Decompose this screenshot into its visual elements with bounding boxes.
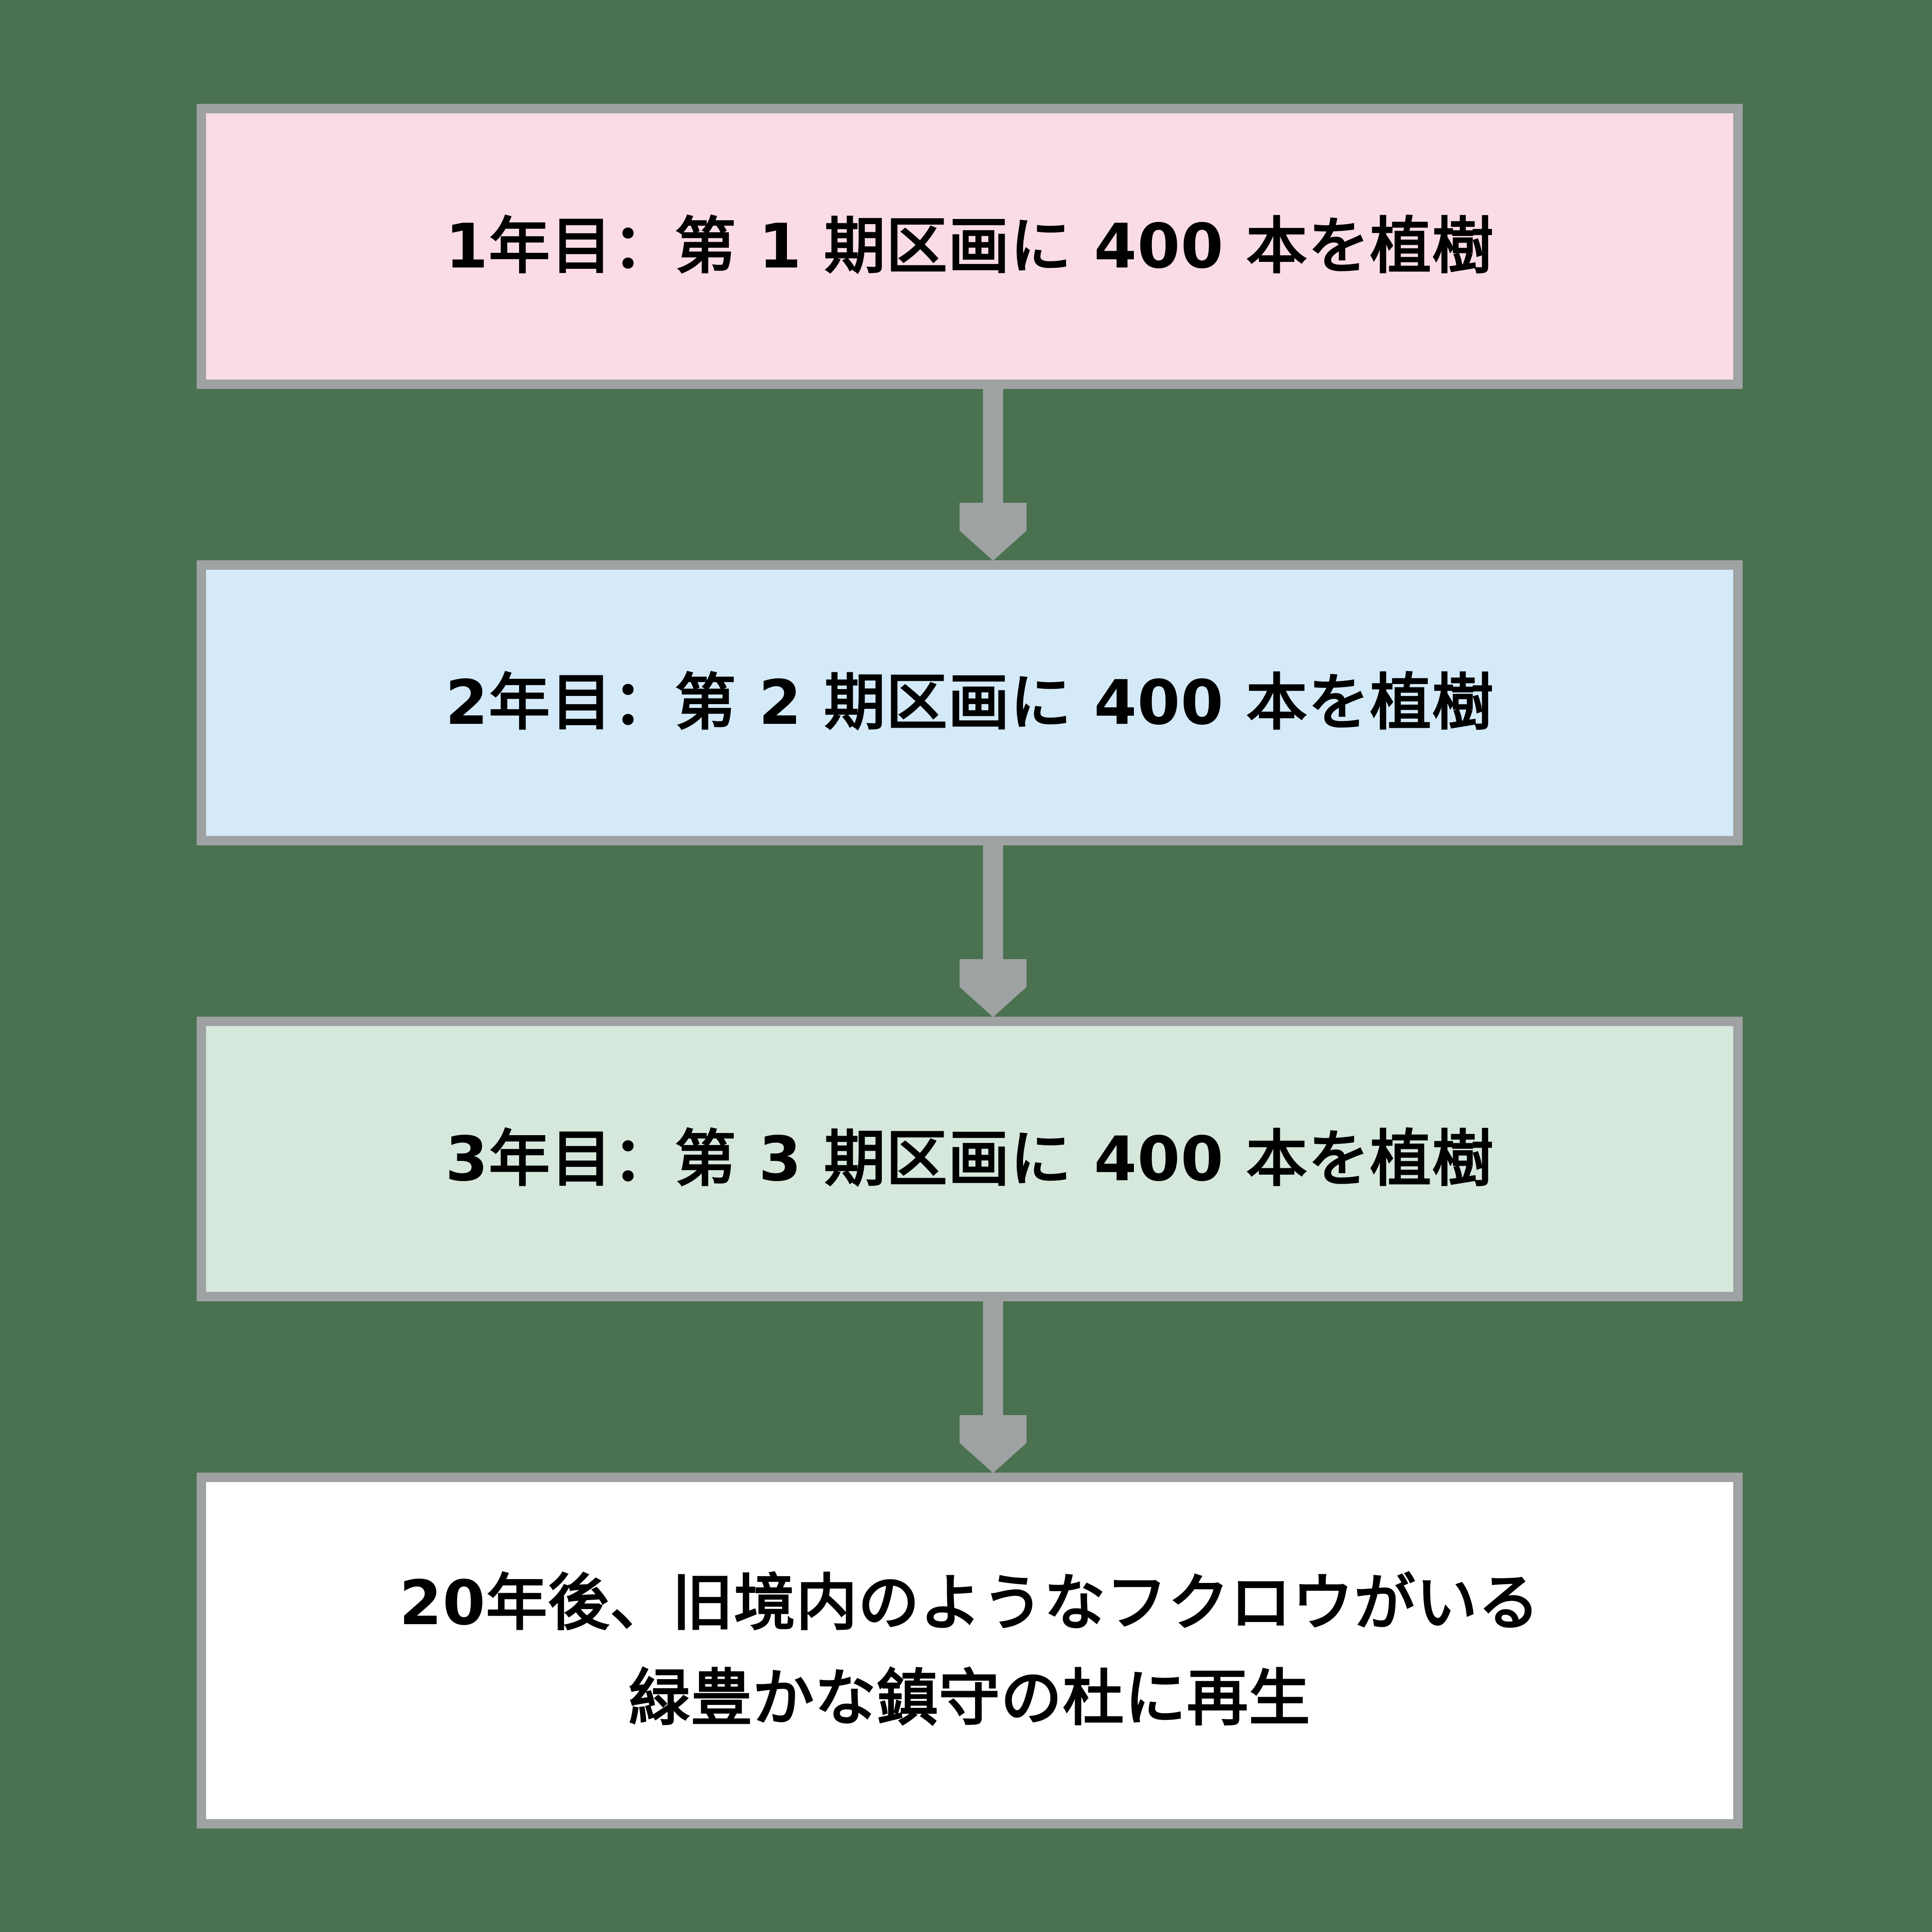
down-arrow-icon — [960, 1301, 1027, 1473]
down-arrow-icon — [960, 389, 1027, 561]
flow-connector-year-1-to-year-2 — [937, 389, 1049, 561]
down-arrow-icon — [960, 845, 1027, 1017]
flow-node-year-3[interactable]: 3年目：第 3 期区画に 400 本を植樹 — [197, 1017, 1743, 1301]
flow-node-year-1[interactable]: 1年目：第 1 期区画に 400 本を植樹 — [197, 104, 1743, 389]
flow-node-outcome[interactable]: 20年後、旧境内のようなフクロウがいる 緑豊かな鎮守の杜に再生 — [197, 1473, 1743, 1829]
flow-connector-year-2-to-year-3 — [937, 845, 1049, 1017]
flow-node-label: 3年目：第 3 期区画に 400 本を植樹 — [445, 1123, 1494, 1195]
flow-node-label: 2年目：第 2 期区画に 400 本を植樹 — [445, 667, 1494, 739]
flow-connector-year-3-to-outcome — [937, 1301, 1049, 1473]
flow-node-label: 1年目：第 1 期区画に 400 本を植樹 — [445, 210, 1494, 283]
flow-node-label: 20年後、旧境内のようなフクロウがいる 緑豊かな鎮守の杜に再生 — [399, 1567, 1540, 1734]
flow-node-year-2[interactable]: 2年目：第 2 期区画に 400 本を植樹 — [197, 560, 1743, 845]
